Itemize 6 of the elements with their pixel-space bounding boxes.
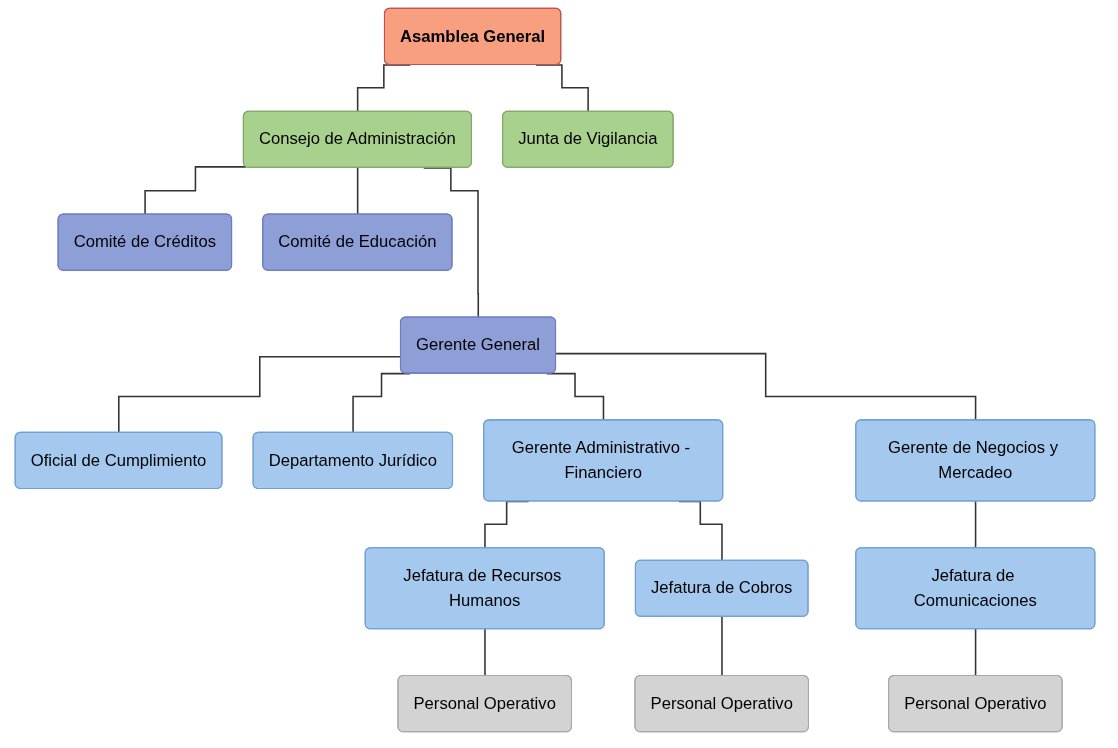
connector xyxy=(721,616,723,677)
connector xyxy=(974,628,977,677)
connector xyxy=(144,166,247,216)
connector xyxy=(484,628,486,677)
connector xyxy=(974,500,977,549)
connector xyxy=(356,167,359,216)
